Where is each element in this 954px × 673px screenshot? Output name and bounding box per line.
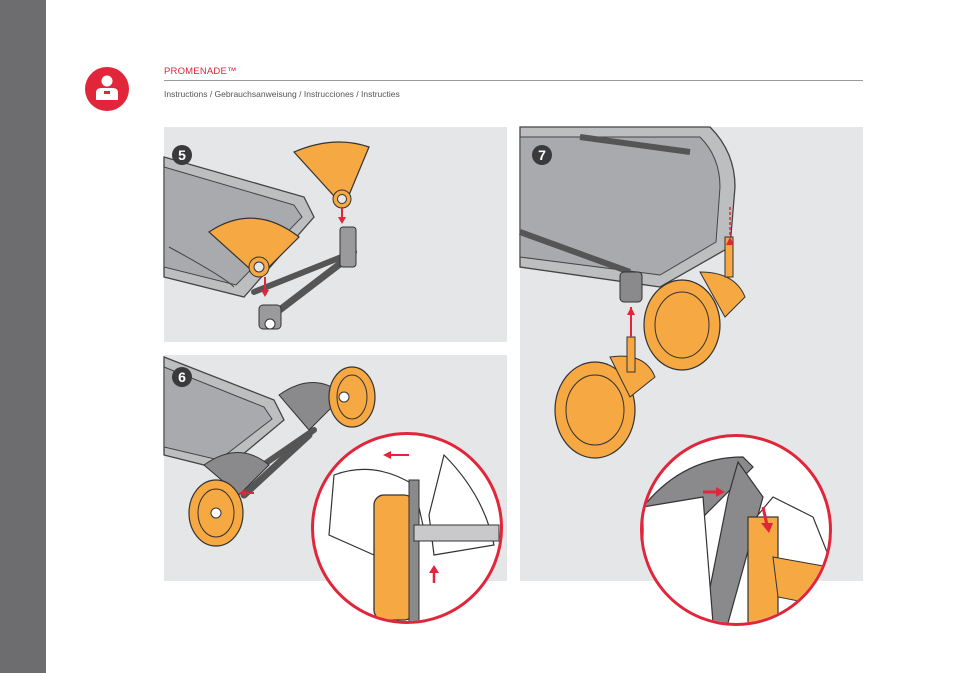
step-6-illustration	[163, 356, 376, 547]
step-6-badge: 6	[172, 367, 192, 387]
step-5-badge: 5	[172, 145, 192, 165]
sidebar-strip	[0, 0, 46, 673]
instructions-subtitle: Instructions / Gebrauchsanweisung / Inst…	[164, 89, 400, 99]
step-7-detail-illustration	[643, 456, 829, 623]
step-7-badge: 7	[532, 145, 552, 165]
step-5-illustration	[163, 141, 370, 330]
step-7-detail-circle	[640, 434, 832, 626]
step-6-detail-circle	[311, 432, 503, 624]
header-divider	[164, 80, 863, 81]
step-5-panel: 5	[163, 127, 507, 342]
product-title: PROMENADE™	[164, 66, 237, 77]
step-6-detail-illustration	[328, 451, 500, 621]
step-7-illustration	[518, 126, 746, 459]
person-icon	[85, 67, 129, 111]
